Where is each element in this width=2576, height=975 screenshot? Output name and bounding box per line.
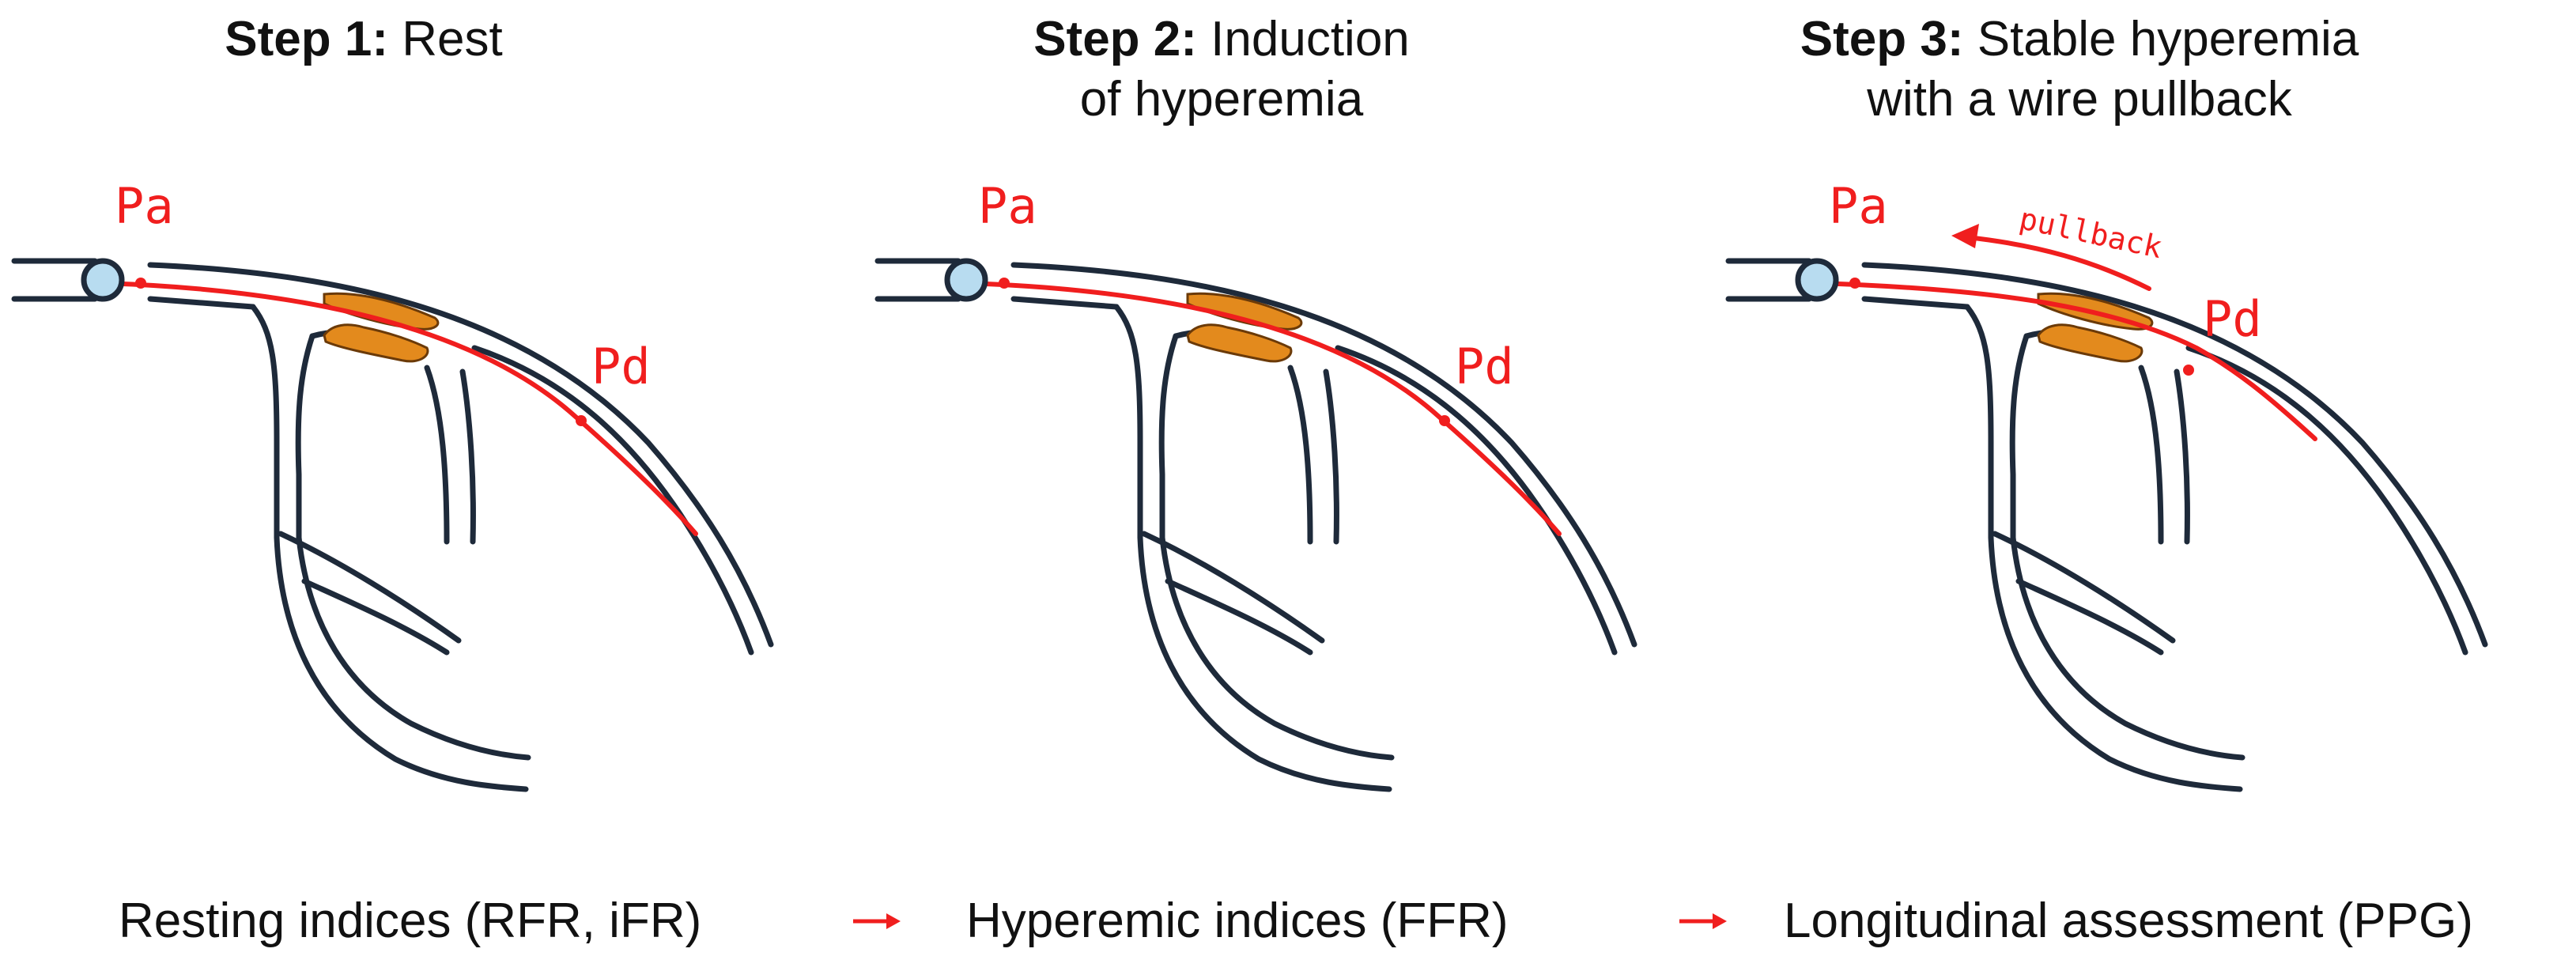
- plaque-lower: [323, 323, 429, 363]
- coronary-panel-induction: Pa Pd: [874, 177, 1637, 792]
- catheter-tip: [944, 258, 988, 302]
- plaques: [1186, 292, 1303, 363]
- pa-sensor: [1849, 278, 1860, 289]
- step-2-text-line2: of hyperemia: [1079, 72, 1364, 127]
- pd-sensor: [2183, 365, 2194, 376]
- resting-indices-label: Resting indices (RFR, iFR): [119, 894, 702, 948]
- hyperemic-indices-label: Hyperemic indices (FFR): [966, 894, 1509, 948]
- step-3-text-line2: with a wire pullback: [1867, 72, 2292, 127]
- pa-label: Pa: [115, 177, 174, 235]
- longitudinal-assessment-label: Longitudinal assessment (PPG): [1784, 894, 2473, 948]
- step-2-title: Step 2: Induction of hyperemia: [965, 9, 1479, 130]
- pullback-arrow: [1965, 235, 2151, 291]
- pd-label: Pd: [2203, 290, 2262, 348]
- step-1-title: Step 1: Rest: [158, 9, 569, 70]
- step-2-label: Step 2:: [1033, 12, 1197, 66]
- catheter-tip: [81, 258, 125, 302]
- step-1-text: Rest: [402, 12, 503, 66]
- plaque-lower: [2037, 323, 2144, 363]
- right-arrow-icon: [1679, 913, 1727, 929]
- catheter-tip: [1795, 258, 1839, 302]
- vessel-tree: [1725, 258, 2488, 792]
- pullback-label: pullback: [2016, 201, 2165, 265]
- coronary-panel-pullback: Pa Pd pullback: [1725, 177, 2488, 792]
- pd-label: Pd: [591, 338, 651, 395]
- step-3-text: Stable hyperemia: [1977, 12, 2359, 66]
- pd-label: Pd: [1455, 338, 1514, 395]
- pd-sensor: [1439, 415, 1450, 426]
- plaques: [323, 292, 440, 363]
- step-2-text: Induction: [1211, 12, 1410, 66]
- right-arrow-icon: [853, 913, 901, 929]
- plaque-lower: [1186, 323, 1293, 363]
- step-3-title: Step 3: Stable hyperemia with a wire pul…: [1724, 9, 2435, 130]
- coronary-panel-rest: Pa Pd: [11, 177, 774, 792]
- pa-label: Pa: [1829, 177, 1888, 235]
- step-1-label: Step 1:: [225, 12, 388, 66]
- step-3-label: Step 3:: [1800, 12, 1964, 66]
- pa-sensor: [135, 278, 146, 289]
- pa-label: Pa: [978, 177, 1037, 235]
- pressure-wire: [100, 281, 698, 536]
- pressure-wire: [964, 281, 1562, 536]
- pd-sensor: [576, 415, 587, 426]
- vessel-tree: [11, 258, 774, 792]
- pullback-arrowhead: [1951, 224, 1979, 248]
- pressure-wire: [1815, 281, 2317, 441]
- pa-sensor: [999, 278, 1010, 289]
